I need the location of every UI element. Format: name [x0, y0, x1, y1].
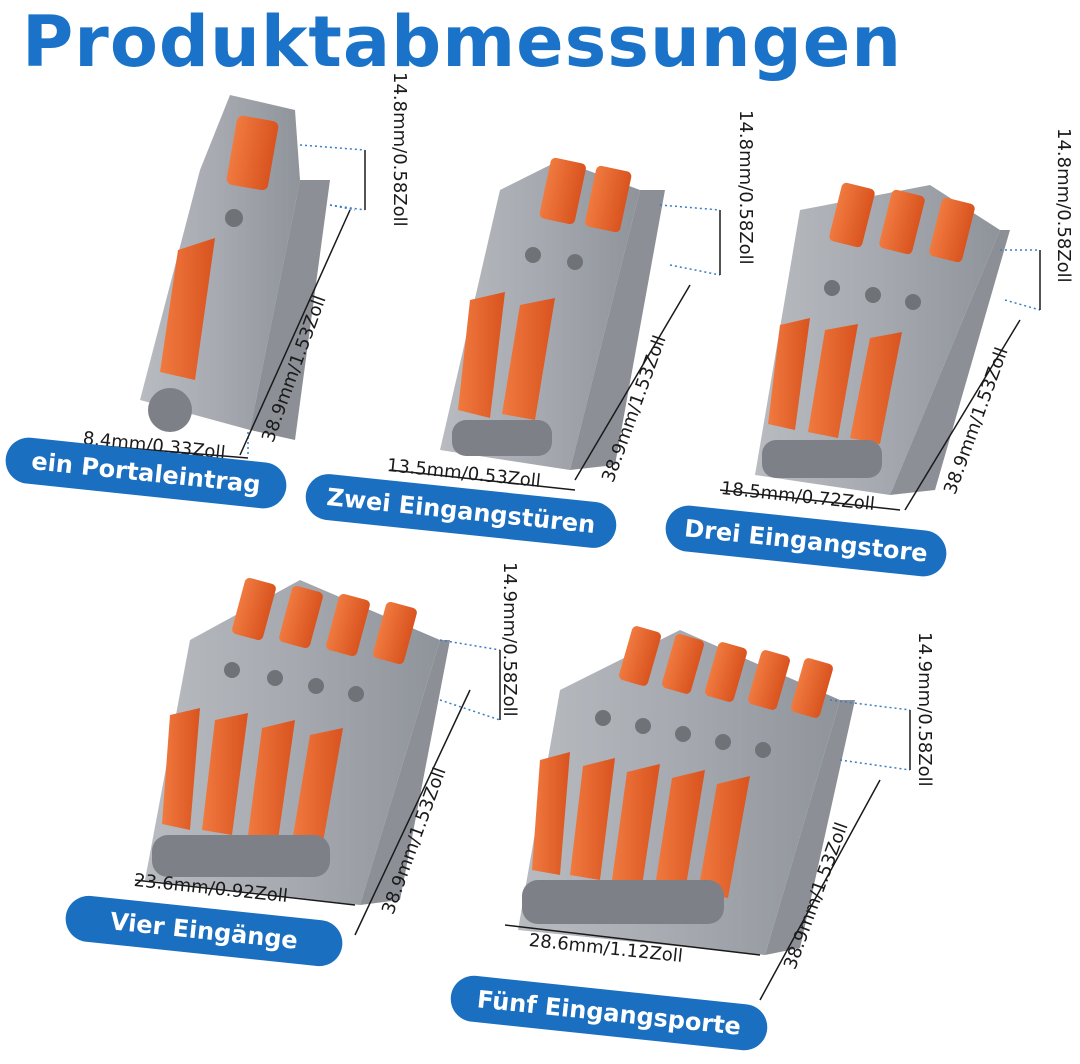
- product-2-height-dimension: 14.8mm/0.58Zoll: [735, 110, 756, 265]
- dimension-lines: [247, 144, 1041, 771]
- product-1-height-dimension: 14.8mm/0.58Zoll: [389, 72, 410, 227]
- connector-1-image: [140, 95, 330, 440]
- page-title: Produktabmessungen: [22, 1, 903, 83]
- product-5-height-dimension: 14.9mm/0.58Zoll: [914, 632, 935, 787]
- connector-3-image: [755, 182, 1010, 495]
- product-4-height-dimension: 14.9mm/0.58Zoll: [499, 562, 520, 717]
- connector-5-image: [518, 626, 855, 955]
- connector-2-image: [440, 157, 665, 470]
- product-3-height-dimension: 14.8mm/0.58Zoll: [1053, 128, 1074, 283]
- connector-4-image: [145, 577, 450, 905]
